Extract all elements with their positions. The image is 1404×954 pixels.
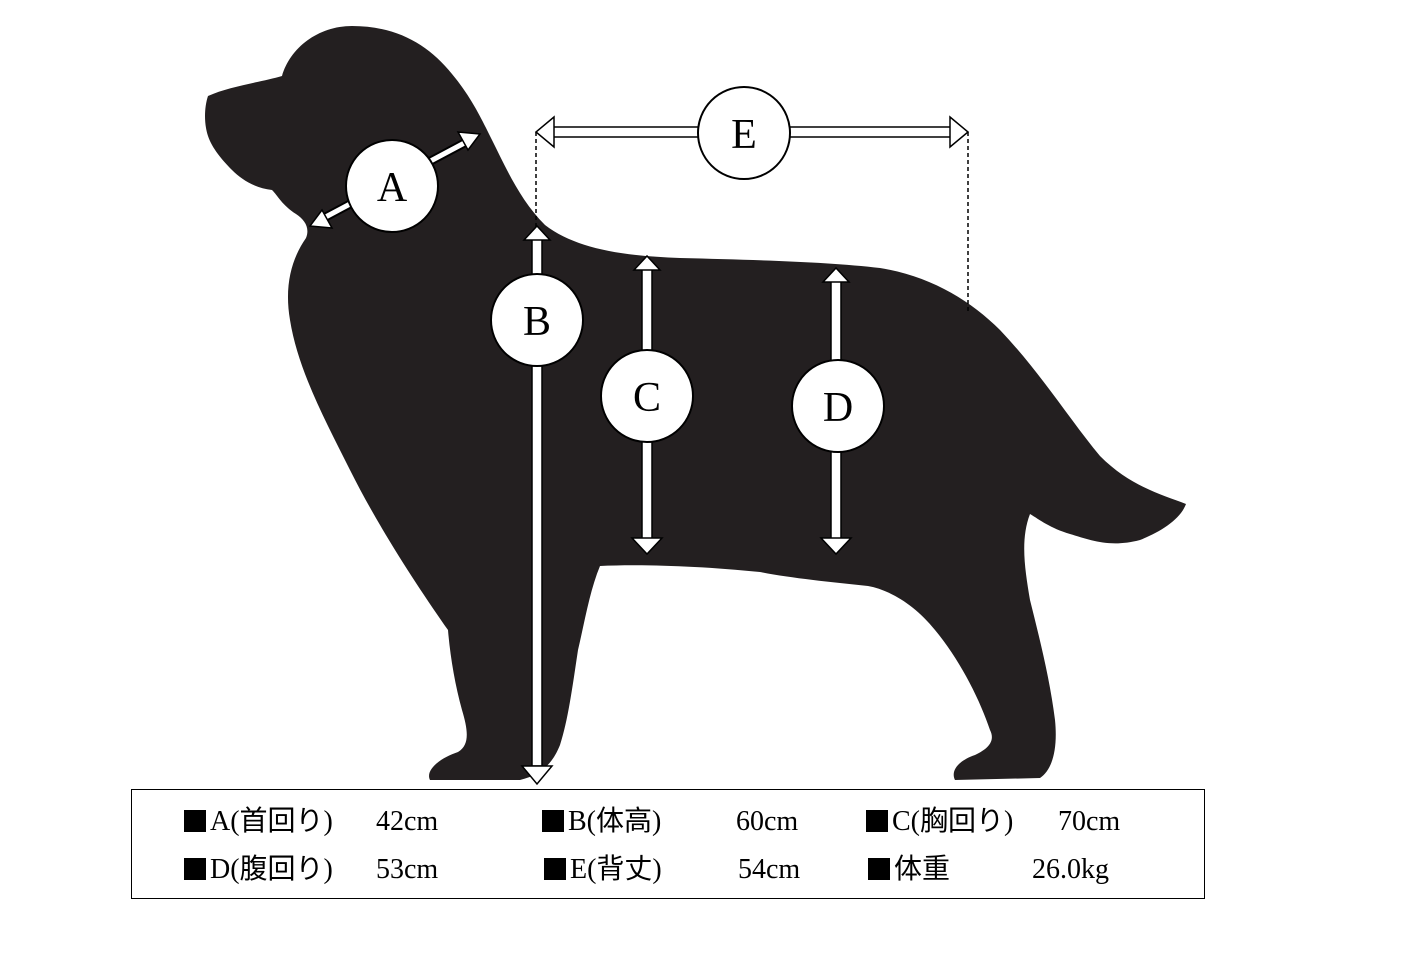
label-c: C	[600, 349, 694, 443]
legend-label: C(胸回り)	[892, 806, 1014, 837]
svg-text:B: B	[523, 299, 551, 345]
label-d: D	[791, 359, 885, 453]
black-square-icon	[542, 810, 564, 832]
legend-item-d: D(腹回り) 53cm	[184, 854, 438, 886]
dog-silhouette-icon	[205, 26, 1186, 780]
legend-item-b: B(体高) 60cm	[542, 806, 798, 838]
legend-label: D(腹回り)	[210, 854, 333, 885]
label-a: A	[345, 139, 439, 233]
svg-text:D: D	[823, 385, 853, 431]
legend-label: 体重	[894, 854, 951, 885]
black-square-icon	[544, 858, 566, 880]
label-b: B	[490, 273, 584, 367]
arrow-b	[520, 224, 554, 786]
legend-label: A(首回り)	[210, 806, 333, 837]
legend-value: 42cm	[376, 806, 439, 837]
legend-item-e: E(背丈) 54cm	[544, 854, 800, 886]
svg-text:E: E	[731, 112, 757, 158]
measurement-legend: A(首回り) 42cm B(体高) 60cm C(胸回り) 70cm D(腹回り…	[131, 789, 1205, 899]
legend-label: B(体高)	[568, 806, 662, 837]
black-square-icon	[866, 810, 888, 832]
legend-value: 60cm	[736, 806, 799, 837]
label-e: E	[697, 86, 791, 180]
svg-text:C: C	[633, 375, 661, 421]
legend-value: 54cm	[738, 854, 801, 885]
legend-label: E(背丈)	[570, 854, 662, 885]
black-square-icon	[184, 858, 206, 880]
legend-value: 53cm	[376, 854, 439, 885]
legend-item-c: C(胸回り) 70cm	[866, 806, 1120, 838]
legend-item-weight: 体重 26.0kg	[868, 854, 1109, 886]
legend-value: 70cm	[1058, 806, 1121, 837]
black-square-icon	[184, 810, 206, 832]
legend-value: 26.0kg	[1032, 854, 1109, 885]
legend-item-a: A(首回り) 42cm	[184, 806, 438, 838]
svg-text:A: A	[377, 165, 408, 211]
black-square-icon	[868, 858, 890, 880]
